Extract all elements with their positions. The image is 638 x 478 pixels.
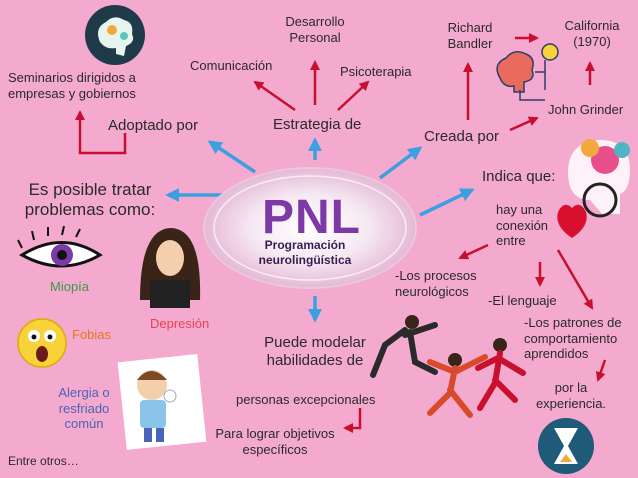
node-personas: personas excepcionales bbox=[236, 392, 376, 407]
node-california: California (1970) bbox=[564, 18, 620, 49]
node-creada: Creada por bbox=[424, 128, 500, 145]
scared-face-icon bbox=[17, 318, 67, 368]
node-miopia: Miopía bbox=[50, 279, 90, 294]
heart-icon bbox=[557, 204, 587, 238]
node-tratar: Es posible tratar problemas como: bbox=[24, 180, 156, 220]
node-fobias: Fobias bbox=[72, 327, 112, 342]
node-comunicacion: Comunicación bbox=[190, 58, 273, 73]
pnl-title: PNL bbox=[262, 191, 361, 244]
node-alergia: Alergia o resfriado común bbox=[58, 385, 110, 432]
brain-gears-icon bbox=[85, 5, 145, 65]
node-entre: Entre otros… bbox=[8, 454, 79, 468]
node-psicoterapia: Psicoterapia bbox=[340, 64, 412, 79]
center-oval bbox=[203, 167, 417, 289]
arrow-right bbox=[419, 188, 475, 217]
node-objetivos: Para lograr objetivos específicos bbox=[215, 426, 335, 457]
node-conexion: hay una conexión entre bbox=[496, 202, 549, 249]
node-modelar: Puede modelar habilidades de bbox=[264, 334, 366, 369]
node-estrategia: Estrategia de bbox=[273, 116, 362, 133]
arrow-upper-left bbox=[207, 140, 256, 174]
sneezing-boy-icon bbox=[117, 354, 207, 450]
head-gears-icon bbox=[568, 139, 630, 218]
brain-bulb-icon bbox=[496, 43, 559, 101]
node-desarrollo: Desarrollo Personal bbox=[285, 14, 345, 45]
node-procesos: -Los procesos neurológicos bbox=[395, 268, 477, 299]
eye-icon bbox=[17, 225, 103, 268]
node-adoptado: Adoptado por bbox=[108, 117, 199, 134]
hourglass-icon bbox=[538, 418, 594, 474]
node-depresion: Depresión bbox=[150, 316, 210, 331]
pnl-subtitle: Programación neurolingüística bbox=[258, 238, 352, 267]
node-seminarios: Seminarios dirigidos a empresas y gobier… bbox=[8, 70, 136, 101]
node-richard: Richard Bandler bbox=[447, 20, 493, 51]
node-john: John Grinder bbox=[548, 102, 624, 117]
node-experiencia: por la experiencia. bbox=[535, 380, 607, 411]
sad-girl-icon bbox=[140, 228, 201, 308]
node-indica: Indica que: bbox=[482, 168, 556, 185]
node-lenguaje: -El lenguaje bbox=[488, 293, 557, 308]
arrow-upper-right bbox=[378, 146, 423, 180]
dancers-image bbox=[370, 315, 526, 418]
node-patrones: -Los patrones de comportamiento aprendid… bbox=[524, 315, 622, 362]
